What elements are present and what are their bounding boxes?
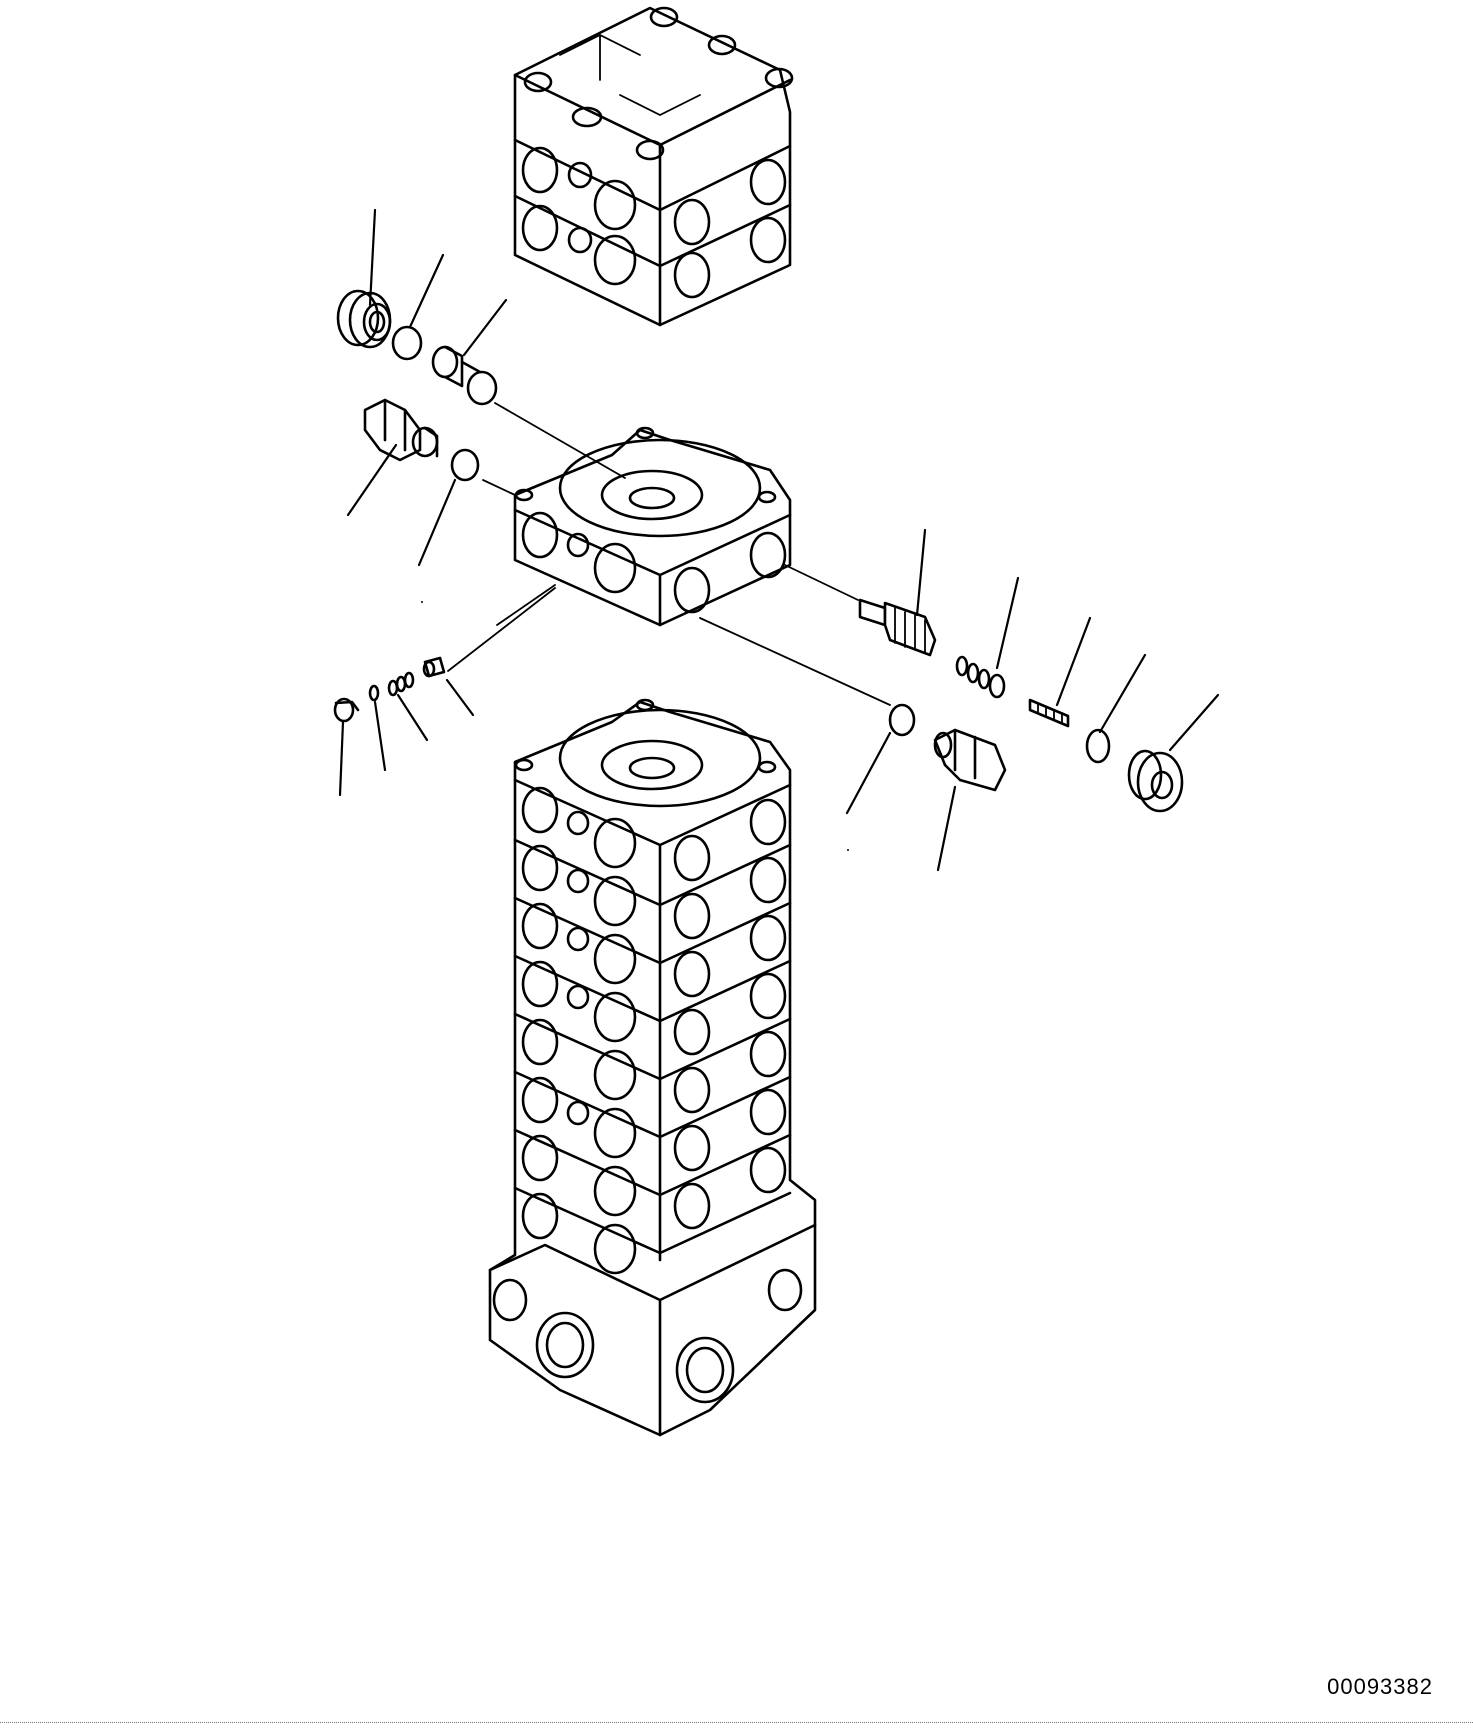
callout-leader-lines	[338, 208, 1220, 872]
spring-small-left	[387, 671, 415, 697]
small-plug-left	[333, 697, 360, 723]
drawing-reference-number: 00093382	[1327, 1674, 1433, 1699]
speck	[847, 849, 849, 851]
threaded-rod-right	[1028, 698, 1070, 728]
o-ring-small-left	[368, 684, 380, 702]
base-inlet-block	[488, 1223, 817, 1437]
assembly-lines	[447, 402, 891, 706]
small-piston-left	[422, 656, 446, 678]
relief-valve-left	[363, 398, 439, 462]
o-ring-lower-middle	[888, 703, 916, 737]
speck	[421, 601, 423, 603]
o-ring-left	[450, 448, 480, 482]
relief-valve-cartridge-right	[858, 598, 937, 657]
lower-valve-stack	[488, 698, 817, 1437]
valve-ports	[521, 786, 787, 1275]
valve-section-lines	[513, 838, 792, 1255]
plug-upper-left	[336, 289, 392, 349]
upper-valve-cover	[513, 6, 794, 327]
o-ring-right	[1085, 728, 1111, 764]
o-ring-upper-left	[391, 325, 423, 361]
relief-valve-lower-right	[933, 728, 1007, 792]
spring-right	[955, 655, 1006, 699]
plug-lower-right	[1127, 749, 1184, 813]
middle-valve-section	[513, 426, 792, 627]
check-valve-poppet	[431, 345, 498, 406]
bottom-dotted-rule	[0, 1722, 1473, 1723]
